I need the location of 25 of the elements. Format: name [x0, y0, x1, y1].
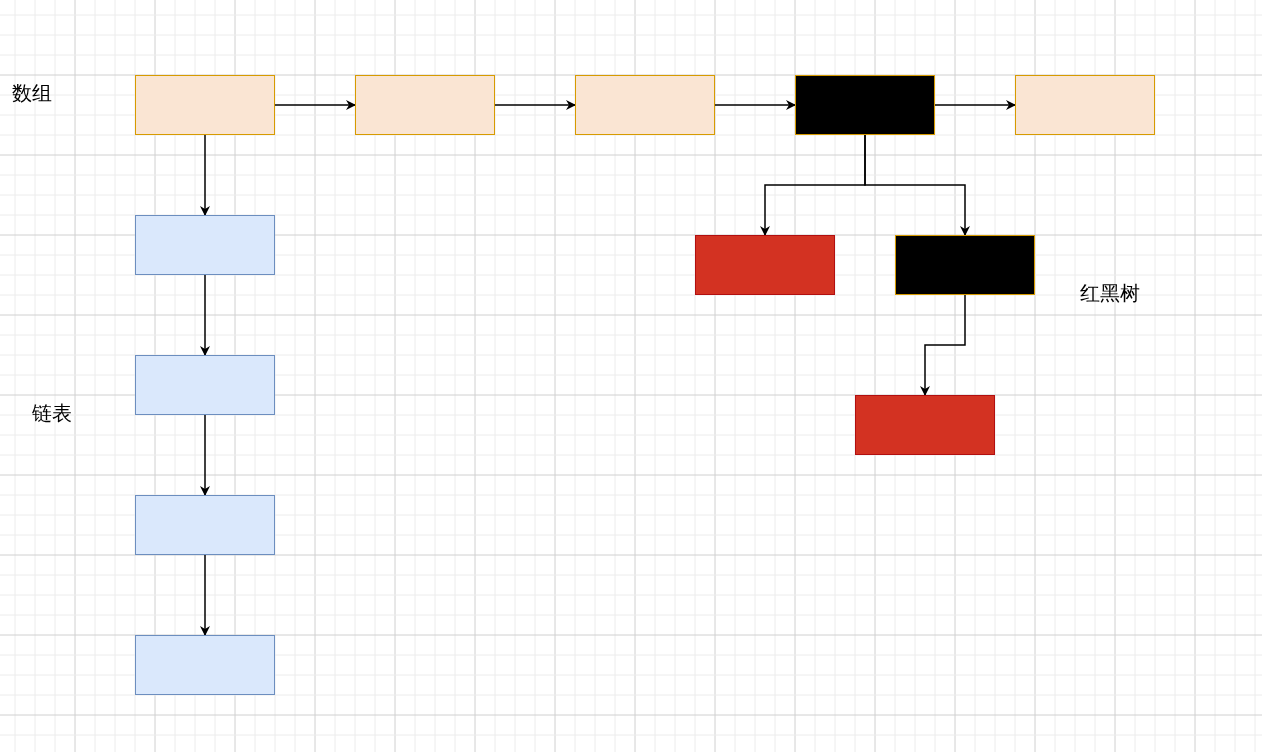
- box: [895, 235, 1035, 295]
- arrow: [200, 134, 210, 216]
- section-label: 链表: [32, 401, 72, 425]
- arrow: [920, 294, 966, 396]
- box: [135, 495, 275, 555]
- arrow: [714, 100, 796, 110]
- section-label: 红黑树: [1080, 281, 1140, 305]
- arrow: [934, 100, 1016, 110]
- box: [795, 75, 935, 135]
- arrow: [200, 274, 210, 356]
- box: [575, 75, 715, 135]
- section-label: 数组: [12, 81, 52, 105]
- arrow: [274, 100, 356, 110]
- arrow: [494, 100, 576, 110]
- arrow: [864, 134, 970, 236]
- box: [135, 635, 275, 695]
- box: [855, 395, 995, 455]
- box: [135, 215, 275, 275]
- box: [1015, 75, 1155, 135]
- box: [695, 235, 835, 295]
- box: [135, 75, 275, 135]
- arrow: [200, 554, 210, 636]
- arrow: [200, 414, 210, 496]
- box: [135, 355, 275, 415]
- box: [355, 75, 495, 135]
